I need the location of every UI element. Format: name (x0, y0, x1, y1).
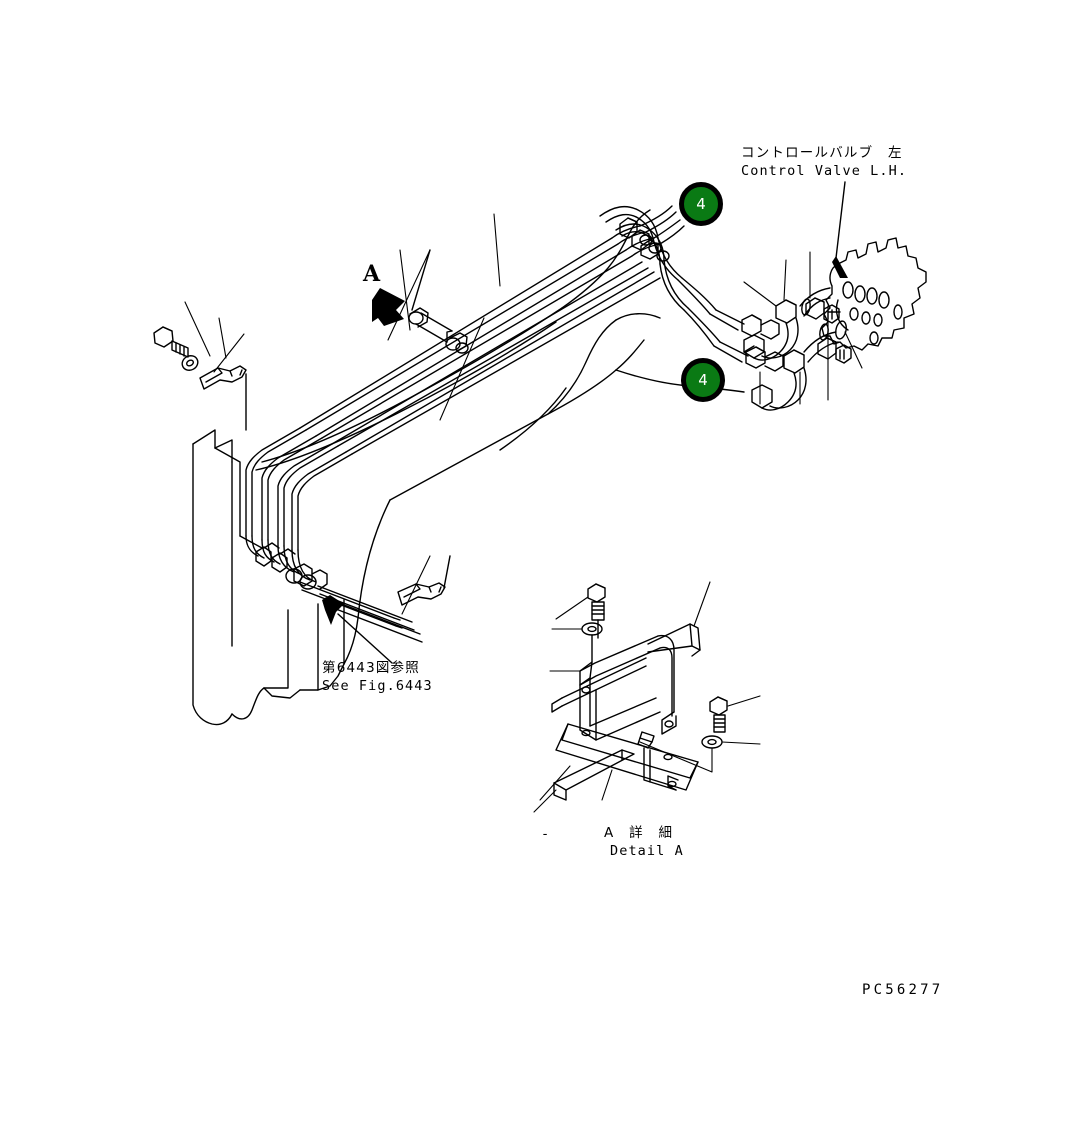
detail-a-label-jp: A 詳 細 (604, 825, 674, 841)
hydraulic-tube-lines (245, 225, 661, 551)
hydraulic-hoses-right (599, 205, 784, 372)
detail-a-label-en: Detail A (610, 843, 684, 859)
see-figure-label-en: See Fig.6443 (322, 678, 433, 694)
control-valve-label-en: Control Valve L.H. (741, 163, 908, 179)
reference-arrow-lower (322, 595, 344, 625)
control-valve-body (821, 237, 927, 351)
valve-pointer-arrow (832, 256, 848, 278)
drawing-code: PC56277 (862, 982, 944, 998)
lower-right-clamp (397, 555, 451, 606)
callout-badge-4-upper[interactable]: 4 (679, 182, 723, 226)
see-figure-label-jp: 第6443図参照 (322, 660, 420, 676)
section-arrow-a (372, 288, 405, 326)
upper-left-fasteners (153, 326, 247, 431)
control-valve-label-jp: コントロールバルブ 左 (741, 145, 903, 161)
valve-port-fittings (743, 287, 852, 411)
section-mark-a: A (363, 261, 381, 287)
detail-a-dash: - (541, 826, 551, 842)
leader-control-valve (835, 181, 846, 259)
leader-see-fig (337, 613, 393, 664)
lower-tube-fittings (245, 535, 423, 643)
boom-mid-clamp (408, 249, 469, 354)
leader-lines-right (743, 251, 863, 405)
boom-arm-outline (255, 209, 745, 501)
detail-a-view (533, 581, 761, 813)
callout-badge-4-lower[interactable]: 4 (681, 358, 725, 402)
